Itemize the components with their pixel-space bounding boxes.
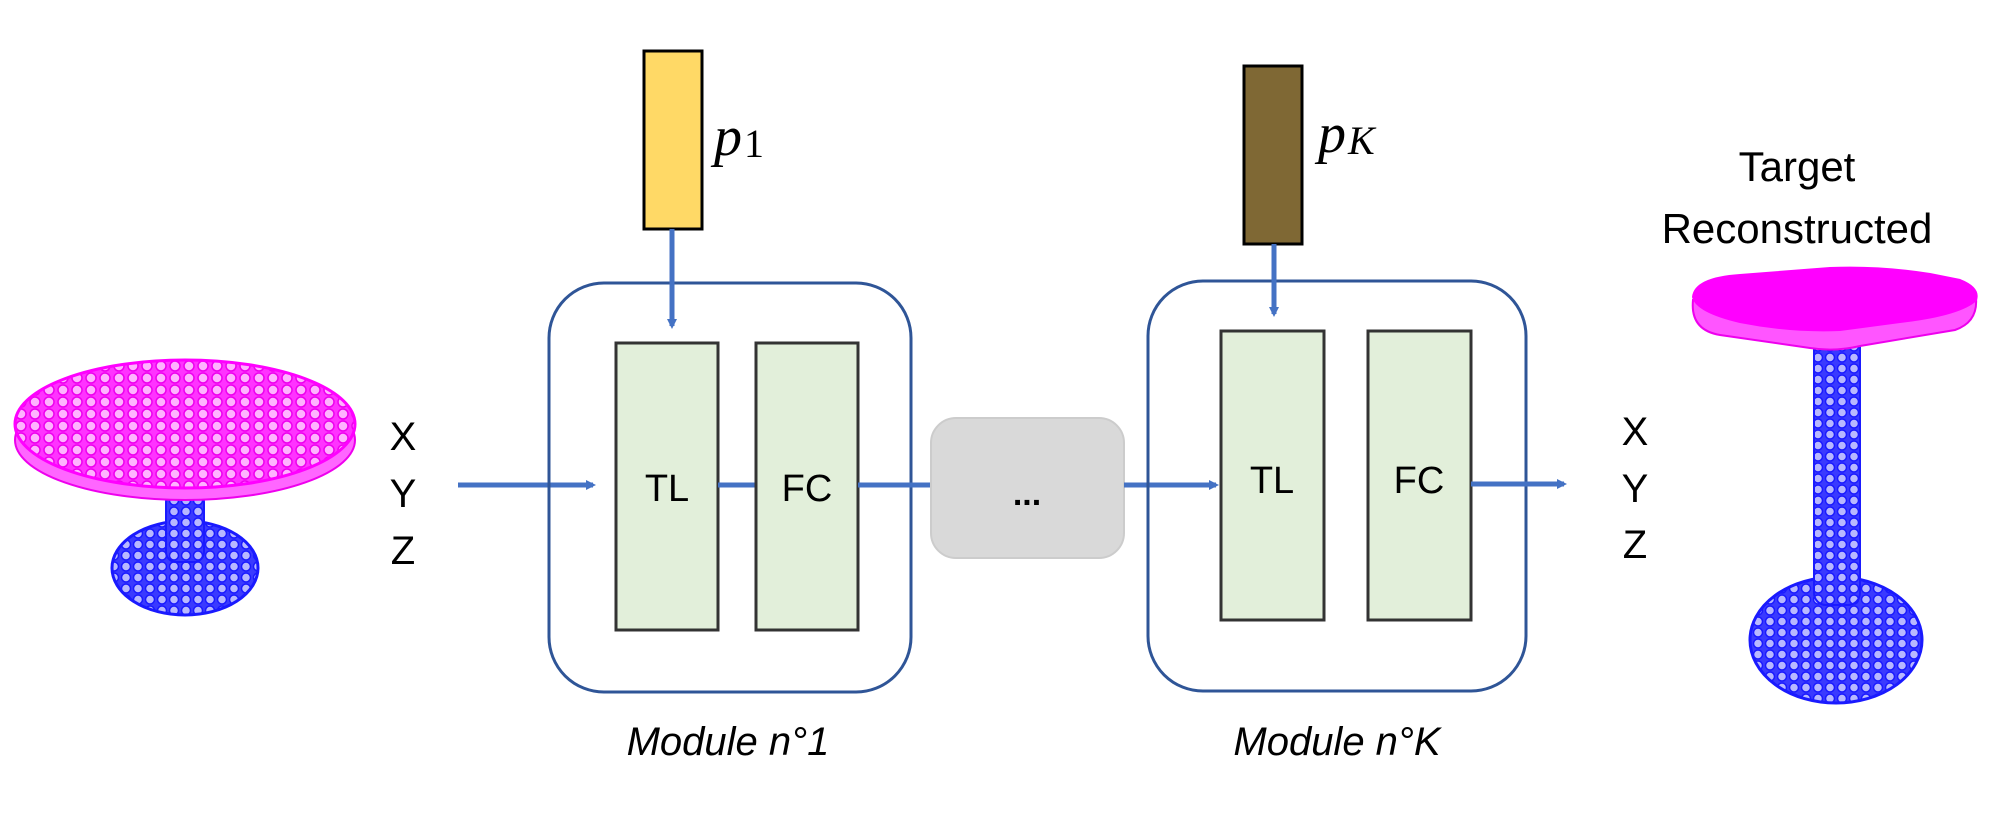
module-k: pK TL FC Module n°K (1146, 64, 1528, 764)
input-coord-x: X (390, 415, 417, 459)
output-title: Target Reconstructed (1662, 143, 1933, 252)
module-k-fc-block (1366, 329, 1473, 622)
ellipsis-label: ... (1013, 475, 1041, 513)
input-table-pole (165, 491, 205, 563)
param-p1-vector (642, 49, 704, 231)
module-1-caption: Module n°1 (627, 720, 830, 764)
output-table-pole (1813, 334, 1861, 606)
param-p1-label: p1 (710, 106, 764, 168)
module-1-tl-label: TL (645, 468, 689, 510)
output-title-line-1: Target (1739, 143, 1856, 190)
output-coord-x: X (1622, 410, 1649, 454)
input-coord-y: Y (390, 472, 417, 516)
param-pk-label: pK (1314, 103, 1377, 165)
ellipsis-box (930, 417, 1125, 559)
module-k-caption: Module n°K (1233, 720, 1443, 764)
module-1-fc-label: FC (782, 468, 833, 510)
input-table-top (13, 358, 357, 490)
module-k-fc-label: FC (1394, 460, 1445, 502)
module-1-tl-block (614, 341, 720, 632)
module-k-tl-label: TL (1250, 460, 1294, 502)
output-table-top (1691, 266, 1978, 332)
output-coord-y: Y (1622, 467, 1649, 511)
input-coords: X Y Z (390, 415, 417, 573)
module-1: p1 TL FC Module n°1 (547, 49, 913, 764)
output-coords: X Y Z (1622, 410, 1649, 567)
input-coord-z: Z (391, 529, 415, 573)
param-pk-vector (1242, 64, 1304, 246)
input-point-cloud-table (13, 358, 357, 617)
output-coord-z: Z (1623, 523, 1647, 567)
ellipsis-block: ... (930, 417, 1125, 559)
output-title-line-2: Reconstructed (1662, 205, 1933, 252)
module-k-tl-block (1219, 329, 1326, 622)
output-point-cloud-table (1691, 266, 1978, 705)
